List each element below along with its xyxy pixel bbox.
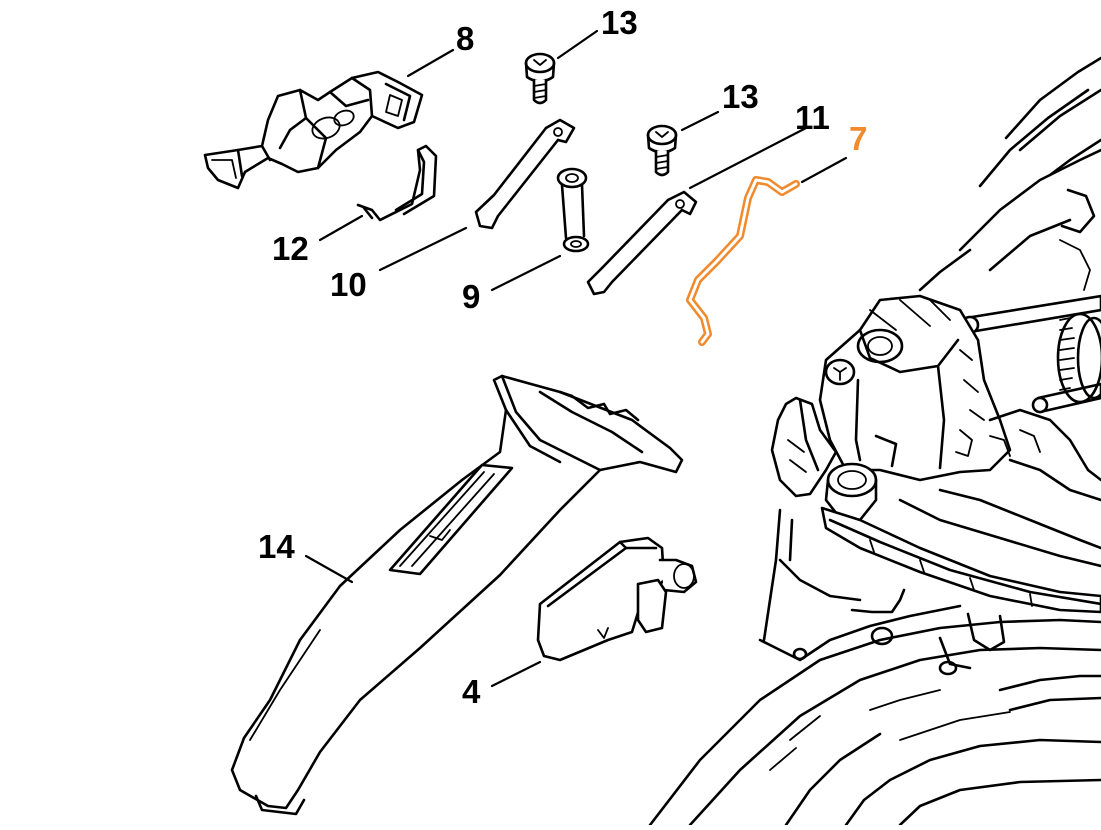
label-9: 9 [462, 278, 480, 315]
part-14-housing [230, 374, 684, 816]
part-12-clip [356, 144, 438, 222]
part-7-wire-highlighted [686, 176, 800, 346]
callout-labels: 8 13 13 11 7 12 10 9 14 4 [258, 4, 867, 710]
label-7: 7 [849, 120, 867, 157]
part-4-block [536, 536, 698, 662]
label-11: 11 [795, 99, 830, 136]
machine-body [648, 56, 1101, 827]
part-13a-screw [524, 52, 556, 105]
part-13b-screw [646, 124, 678, 177]
leader-lines [304, 29, 848, 688]
label-13b: 13 [722, 78, 759, 115]
label-8: 8 [456, 20, 474, 57]
label-14: 14 [258, 528, 295, 565]
label-10: 10 [330, 266, 367, 303]
label-13a: 13 [601, 4, 638, 41]
part-10-rod [474, 118, 576, 230]
label-4: 4 [462, 673, 481, 710]
label-12: 12 [272, 230, 309, 267]
part-11-rod [586, 190, 698, 296]
part-9-pin [556, 167, 590, 253]
part-8-bracket [203, 70, 424, 190]
